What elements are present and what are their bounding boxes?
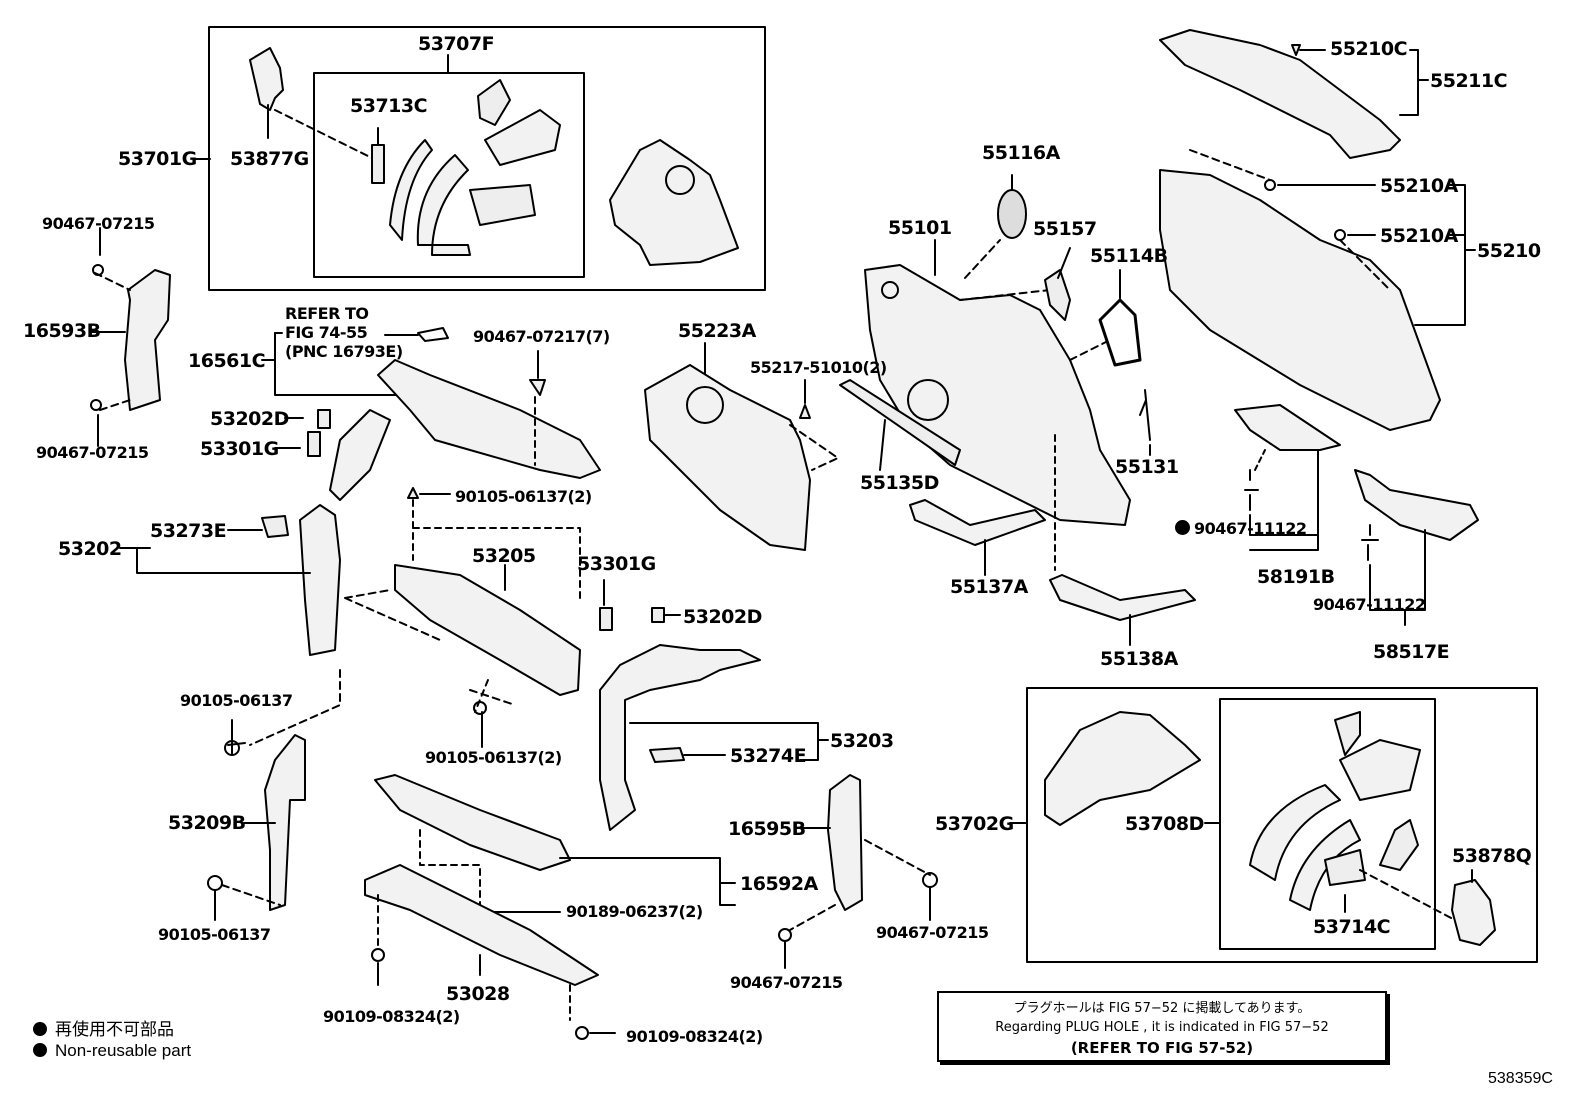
legend-jp-text: 再使用不可部品 xyxy=(55,1020,174,1039)
label-53878Q[interactable]: 53878Q xyxy=(1452,845,1532,867)
label-53301G-left[interactable]: 53301G xyxy=(200,438,279,460)
part-53877G xyxy=(249,47,284,111)
label-53701G[interactable]: 53701G xyxy=(118,148,197,170)
legend-dot-icon xyxy=(33,1043,47,1057)
part-53202-upper xyxy=(329,409,391,501)
label-55131[interactable]: 55131 xyxy=(1115,456,1179,478)
legend-jp: 再使用不可部品 xyxy=(33,1015,174,1040)
part-55114B xyxy=(1098,298,1142,367)
part-53028 xyxy=(364,864,599,986)
label-16592A[interactable]: 16592A xyxy=(740,873,818,895)
label-53877G[interactable]: 53877G xyxy=(230,148,309,170)
part-53205 xyxy=(394,564,581,696)
label-90467-11122-a[interactable]: 90467-11122 xyxy=(1175,519,1307,538)
legend-dot-icon xyxy=(33,1022,47,1036)
label-55114B[interactable]: 55114B xyxy=(1090,245,1168,267)
label-55210[interactable]: 55210 xyxy=(1477,240,1541,262)
label-53209B[interactable]: 53209B xyxy=(168,812,246,834)
label-53028[interactable]: 53028 xyxy=(446,983,510,1005)
part-16593B xyxy=(124,269,171,411)
label-53708D[interactable]: 53708D xyxy=(1125,813,1204,835)
legend-en: Non-reusable part xyxy=(33,1041,191,1061)
label-55157[interactable]: 55157 xyxy=(1033,218,1097,240)
label-90467-11122-a-text: 90467-11122 xyxy=(1194,519,1307,538)
plug-note-jp: プラグホールは FIG 57−52 に掲載してあります。 xyxy=(1013,1001,1311,1016)
label-53202[interactable]: 53202 xyxy=(58,538,122,560)
part-53713C-arch xyxy=(389,139,433,241)
plug-hole-note: プラグホールは FIG 57−52 に掲載してあります。 Regarding P… xyxy=(937,991,1387,1062)
label-90467-07215-top[interactable]: 90467-07215 xyxy=(42,214,155,233)
legend-en-text: Non-reusable part xyxy=(55,1041,192,1060)
label-55210A-2[interactable]: 55210A xyxy=(1380,225,1458,247)
non-reusable-dot xyxy=(1175,520,1190,535)
label-refer-pnc: (PNC 16793E) xyxy=(285,342,403,361)
label-refer-to: REFER TO xyxy=(285,304,369,323)
part-55211C xyxy=(1159,29,1401,159)
label-55116A[interactable]: 55116A xyxy=(982,142,1060,164)
part-55135D xyxy=(839,379,961,466)
plug-note-refer[interactable]: (REFER TO FIG 57-52) xyxy=(1070,1039,1254,1057)
part-55138A xyxy=(1049,574,1196,621)
label-53202D-right[interactable]: 53202D xyxy=(683,606,762,628)
label-55210A-1[interactable]: 55210A xyxy=(1380,175,1458,197)
label-90105-06137-2-top[interactable]: 90105-06137(2) xyxy=(455,487,592,506)
label-90105-06137-bottom[interactable]: 90105-06137 xyxy=(158,925,271,944)
label-53713C[interactable]: 53713C xyxy=(350,95,428,117)
label-55135D[interactable]: 55135D xyxy=(860,472,939,494)
label-90189-06237[interactable]: 90189-06237(2) xyxy=(566,902,703,921)
label-53273E[interactable]: 53273E xyxy=(150,520,227,542)
label-53205[interactable]: 53205 xyxy=(472,545,536,567)
label-55210C[interactable]: 55210C xyxy=(1330,38,1408,60)
plug-note-en: Regarding PLUG HOLE , it is indicated in… xyxy=(995,1020,1329,1035)
label-55137A[interactable]: 55137A xyxy=(950,576,1028,598)
part-16561C xyxy=(377,359,601,479)
part-53878Q xyxy=(1451,879,1496,946)
part-53702G-apron xyxy=(1044,711,1201,826)
part-53209B xyxy=(264,734,306,911)
label-90109-08324-right[interactable]: 90109-08324(2) xyxy=(626,1027,763,1046)
label-58517E[interactable]: 58517E xyxy=(1373,641,1450,663)
label-53202D-left[interactable]: 53202D xyxy=(210,408,289,430)
label-55138A[interactable]: 55138A xyxy=(1100,648,1178,670)
label-53702G[interactable]: 53702G xyxy=(935,813,1014,835)
label-90105-06137-2-bottom[interactable]: 90105-06137(2) xyxy=(425,748,562,767)
label-53707F[interactable]: 53707F xyxy=(418,33,495,55)
figure-id: 538359C xyxy=(1488,1070,1553,1087)
label-16561C[interactable]: 16561C xyxy=(188,350,266,372)
label-90467-07215-bottom[interactable]: 90467-07215 xyxy=(730,973,843,992)
part-55210 xyxy=(1159,169,1441,431)
frame-53702G xyxy=(1026,687,1538,963)
label-16595B[interactable]: 16595B xyxy=(728,818,806,840)
label-55217-51010[interactable]: 55217-51010(2) xyxy=(750,358,887,377)
label-58191B[interactable]: 58191B xyxy=(1257,566,1335,588)
label-90467-07215-right[interactable]: 90467-07215 xyxy=(876,923,989,942)
label-90467-07215-left[interactable]: 90467-07215 xyxy=(36,443,149,462)
label-16593B[interactable]: 16593B xyxy=(23,320,101,342)
part-53203 xyxy=(599,644,761,831)
part-16595B xyxy=(827,774,863,911)
part-16592A xyxy=(374,774,571,871)
part-55137A xyxy=(909,499,1046,546)
part-58191B xyxy=(1234,404,1341,451)
label-90467-11122-b[interactable]: 90467-11122 xyxy=(1313,595,1426,614)
label-90109-08324-left[interactable]: 90109-08324(2) xyxy=(323,1007,460,1026)
part-55116A xyxy=(997,189,1027,239)
label-53203[interactable]: 53203 xyxy=(830,730,894,752)
part-55223A xyxy=(644,364,811,551)
label-55223A[interactable]: 55223A xyxy=(678,320,756,342)
label-53274E[interactable]: 53274E xyxy=(730,745,807,767)
part-inner-apron xyxy=(609,139,739,266)
label-55101[interactable]: 55101 xyxy=(888,217,952,239)
label-90467-07217[interactable]: 90467-07217(7) xyxy=(473,327,610,346)
part-53202 xyxy=(299,504,341,656)
label-90105-06137-left[interactable]: 90105-06137 xyxy=(180,691,293,710)
label-53714C[interactable]: 53714C xyxy=(1313,916,1391,938)
label-55211C[interactable]: 55211C xyxy=(1430,70,1508,92)
label-refer-fig[interactable]: FIG 74-55 xyxy=(285,323,368,342)
part-58517E xyxy=(1354,469,1479,541)
label-53301G-right[interactable]: 53301G xyxy=(577,553,656,575)
